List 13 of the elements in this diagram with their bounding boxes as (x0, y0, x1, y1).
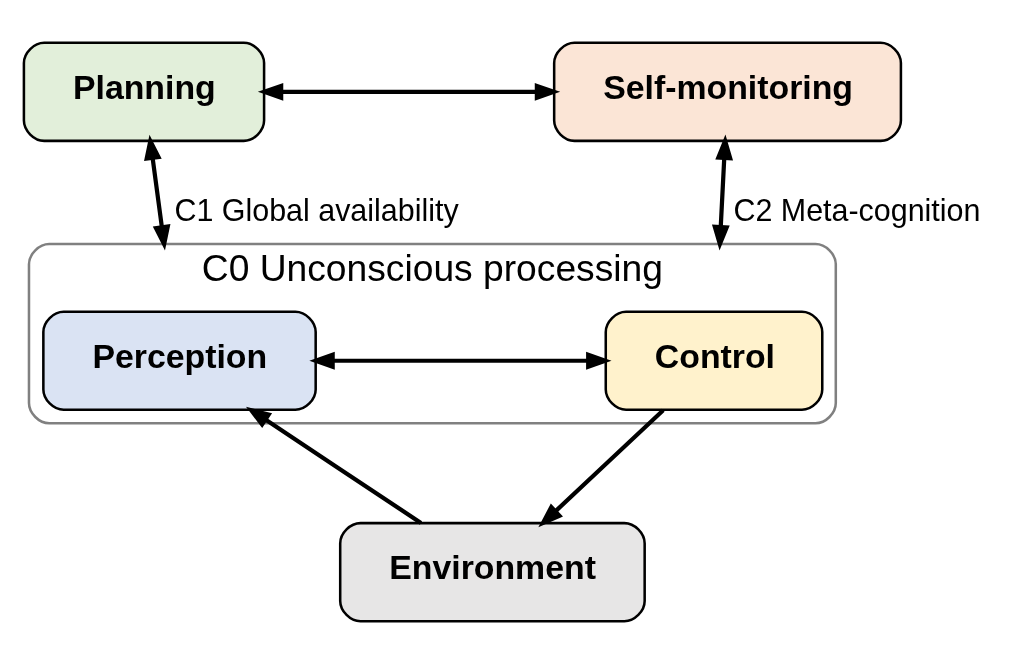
arrow (711, 134, 734, 251)
arrow (144, 134, 171, 251)
arrow (257, 82, 561, 101)
node-box: Planning (22, 41, 266, 143)
edge-label: C1 Global availability (174, 193, 459, 228)
arrow (309, 351, 612, 370)
node-box: Self-monitoring (552, 41, 903, 143)
node-box: Control (604, 310, 824, 412)
edge-label: C2 Meta-cognition (733, 193, 981, 228)
node-box: Perception (42, 310, 317, 412)
arrow (245, 406, 423, 525)
node-box: Environment (338, 521, 646, 623)
arrow (538, 408, 665, 528)
